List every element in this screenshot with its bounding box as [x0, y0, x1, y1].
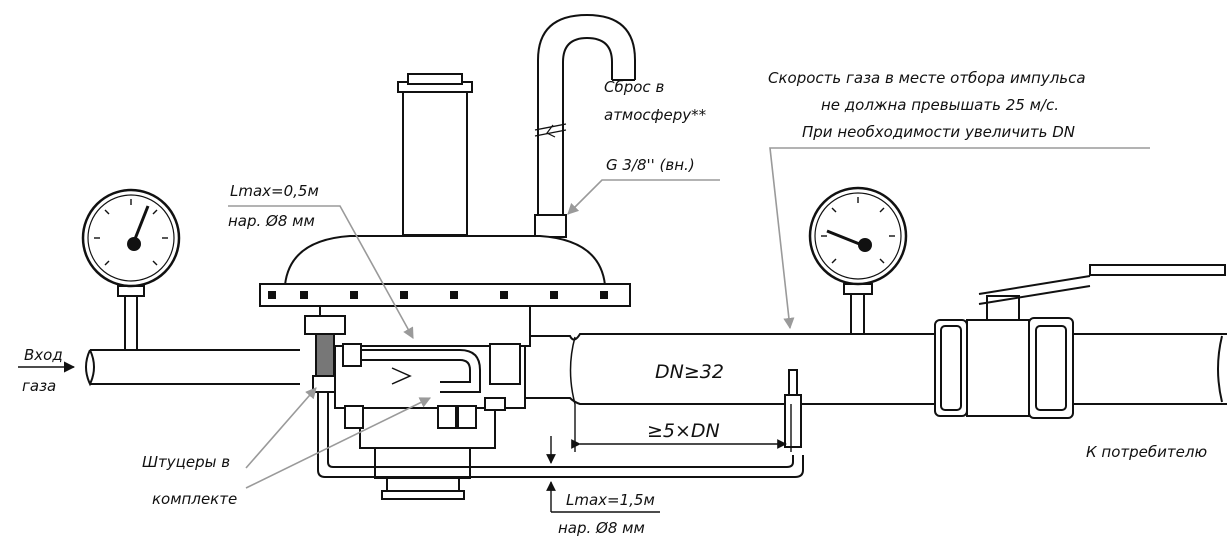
ball-valve — [934, 264, 1227, 419]
leader-lines — [228, 147, 1150, 489]
inlet-label-line1: Вход — [24, 346, 63, 364]
tube-dimension-arrows — [546, 436, 660, 513]
vent-label-line2: атмосферу** — [604, 106, 707, 124]
inlet-label-line2: газа — [22, 377, 56, 395]
distance-dimension — [571, 404, 792, 452]
inlet-pipe — [85, 349, 300, 387]
short-tube-length-label: Lmax=0,5м — [230, 182, 319, 200]
pressure-regulator — [259, 73, 631, 500]
outlet-pressure-gauge — [808, 186, 908, 335]
consumer-label: К потребителю — [1086, 443, 1207, 461]
fittings-label-line1: Штуцеры в — [142, 453, 230, 471]
short-impulse-tube — [360, 349, 481, 393]
velocity-note-line2: не должна превышать 25 м/с. — [821, 96, 1059, 114]
inlet-pressure-gauge — [81, 188, 181, 351]
long-tube-length-label: Lmax=1,5м — [566, 491, 655, 509]
velocity-note-line3: При необходимости увеличить DN — [802, 123, 1075, 141]
vent-label-line1: Сброс в — [604, 78, 664, 96]
short-tube-diameter-label: нар. Ø8 мм — [228, 212, 315, 230]
fittings-label-line2: комплекте — [152, 490, 237, 508]
impulse-tap-fitting — [784, 369, 802, 448]
long-tube-diameter-label: нар. Ø8 мм — [558, 519, 645, 537]
thread-label: G 3/8'' (вн.) — [606, 156, 695, 174]
vent-pipe — [534, 13, 636, 238]
pipe-diameter-label: DN≥32 — [655, 361, 724, 383]
distance-label: ≥5×DN — [647, 420, 720, 442]
outlet-pipe — [520, 333, 935, 405]
long-impulse-tube — [317, 392, 804, 478]
velocity-note-line1: Скорость газа в месте отбора импульса — [768, 69, 1086, 87]
